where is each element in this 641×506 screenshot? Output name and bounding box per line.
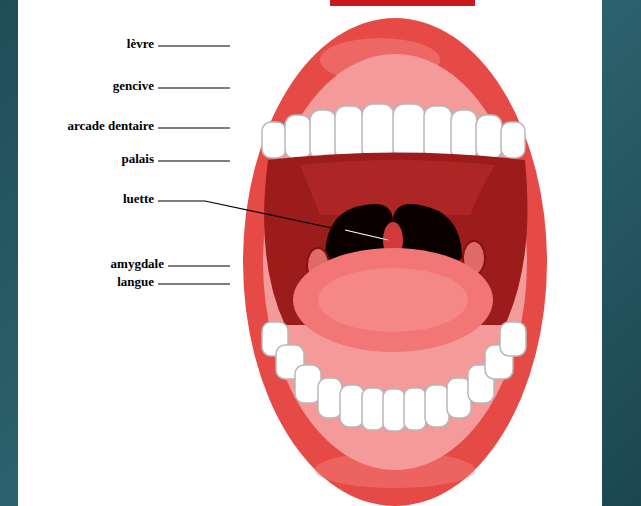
part-label: palais — [121, 151, 154, 167]
tongue — [293, 248, 493, 352]
palate — [300, 160, 495, 215]
part-label: luette — [123, 191, 154, 207]
part-label: amygdale — [111, 256, 164, 272]
part-label: langue — [117, 274, 154, 290]
top-bar — [330, 0, 475, 6]
lips — [243, 18, 547, 506]
lower-teeth — [262, 322, 526, 431]
leader-lines — [158, 46, 388, 284]
upper-teeth — [262, 104, 525, 160]
part-label: gencive — [113, 78, 154, 94]
part-label: arcade dentaire — [67, 118, 154, 134]
gums — [263, 54, 527, 470]
part-label: lèvre — [127, 36, 154, 52]
